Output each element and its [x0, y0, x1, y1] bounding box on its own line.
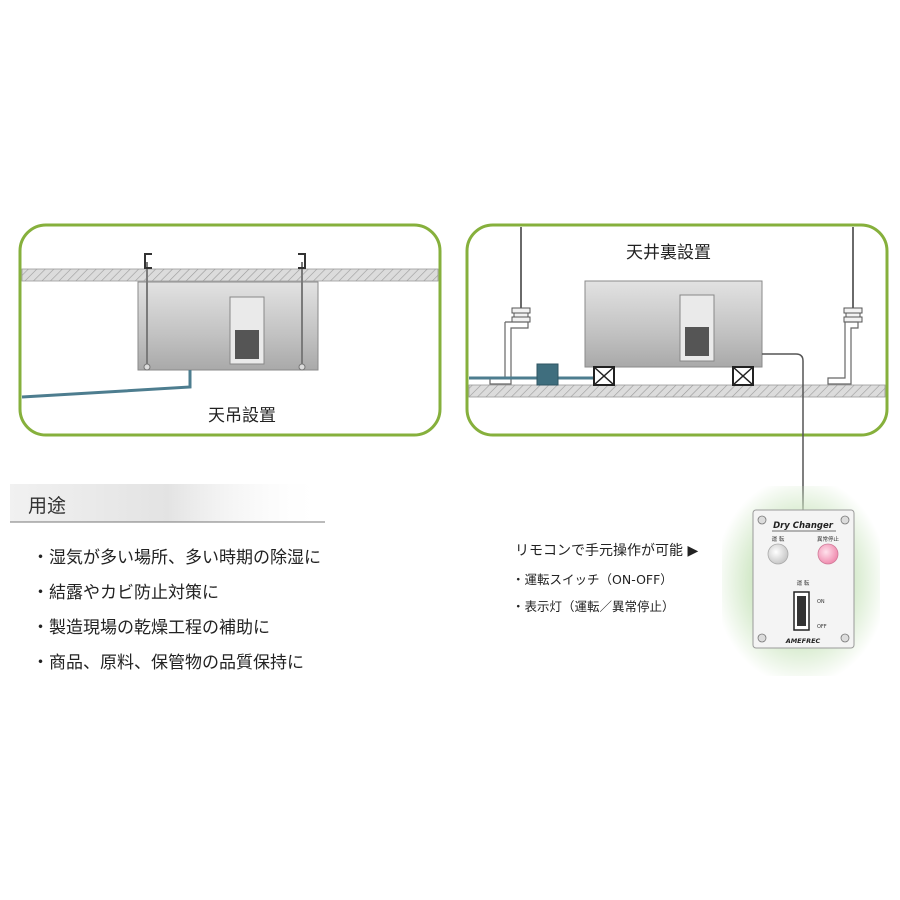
- remote-screw-tr: [840, 515, 850, 525]
- remote-switch-knob: [797, 596, 806, 626]
- usage-item: 製造現場の乾燥工程の補助に: [32, 613, 270, 638]
- right-support-block-right: [732, 366, 754, 386]
- left-unit-screen: [235, 330, 259, 359]
- right-clamp-left: [511, 307, 531, 323]
- usage-heading-band: [10, 484, 325, 522]
- left-unit-body: [137, 281, 319, 371]
- left-ceiling: [21, 268, 439, 282]
- remote-caption-title: リモコンで手元操作が可能: [515, 540, 698, 560]
- remote-screw-tl: [757, 515, 767, 525]
- left-panel-title: 天吊設置: [208, 406, 276, 426]
- left-rod-nut-left: [143, 363, 151, 371]
- usage-item: 結露やカビ防止対策に: [32, 578, 219, 603]
- remote-screw-br: [840, 633, 850, 643]
- right-drain-trap: [536, 363, 559, 386]
- remote-switch-on: ON: [817, 599, 825, 605]
- remote-screw-bl: [757, 633, 767, 643]
- left-hook-right: [298, 253, 306, 269]
- right-unit-body: [584, 280, 763, 368]
- right-support-block-left: [593, 366, 615, 386]
- right-unit-screen: [685, 327, 709, 356]
- left-panel: [18, 223, 442, 437]
- remote-maker-logo: AMEFREC: [785, 637, 821, 645]
- remote-brand: Dry Changer: [773, 521, 834, 531]
- remote-feature-item: 表示灯（運転／異常停止）: [512, 596, 675, 615]
- remote-switch-off: OFF: [817, 624, 827, 630]
- remote-lamp-fault-label: 異常停止: [817, 535, 840, 543]
- right-panel: [465, 223, 889, 437]
- right-clamp-right: [843, 307, 863, 323]
- remote-lamp-fault: [817, 543, 839, 565]
- right-ceiling: [468, 384, 886, 398]
- left-drain-pipe: [21, 370, 192, 399]
- right-panel-title: 天井裏設置: [626, 243, 711, 263]
- usage-heading: 用途: [28, 495, 67, 517]
- remote-switch-label: 運 転: [797, 580, 810, 587]
- remote-feature-item: 運転スイッチ（ON-OFF）: [512, 569, 673, 588]
- remote-lamp-run: [767, 543, 789, 565]
- remote-controller: Dry Changer 運 転 異常停止 運 転 ON OFF AMEFREC: [722, 486, 880, 676]
- left-rod-nut-right: [298, 363, 306, 371]
- usage-item: 商品、原料、保管物の品質保持に: [32, 648, 304, 673]
- remote-lamp-run-label: 運 転: [772, 536, 785, 543]
- usage-item: 湿気が多い場所、多い時期の除湿に: [32, 543, 321, 568]
- right-bracket-right: [827, 321, 859, 385]
- remote-cable: [762, 353, 804, 510]
- left-hook-left: [144, 253, 152, 269]
